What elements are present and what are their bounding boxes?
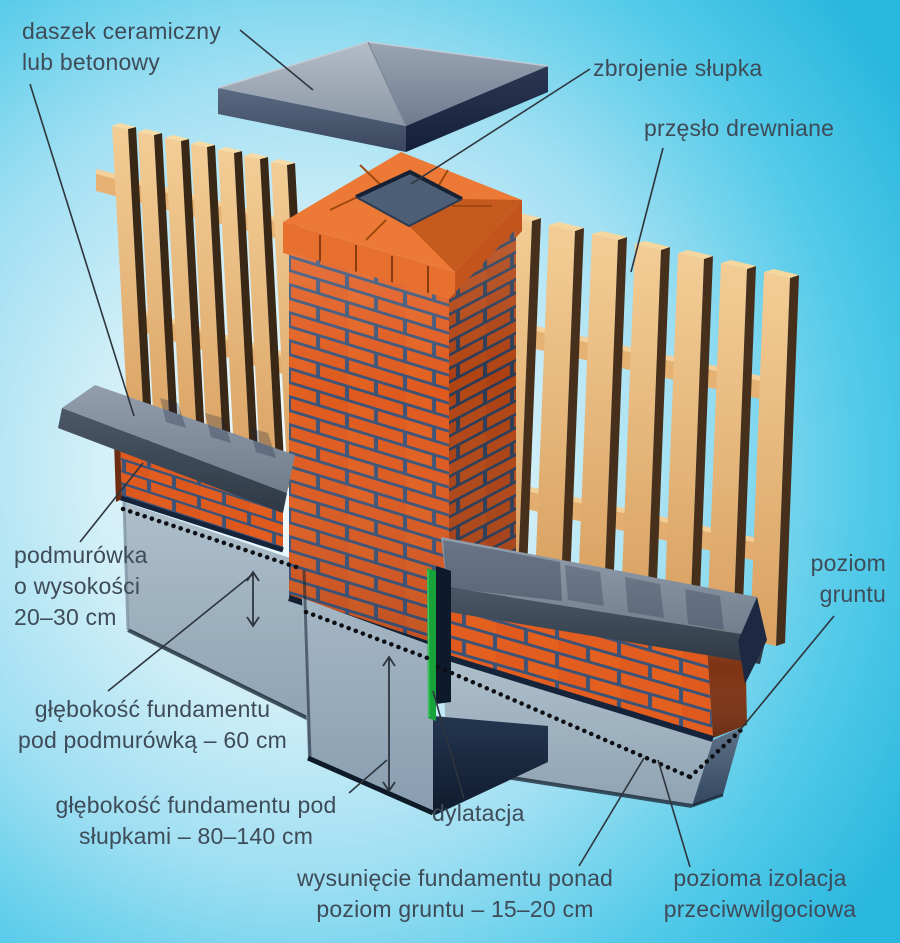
fence-picket [112, 123, 312, 491]
left-fence-panel [96, 123, 312, 491]
label-line: pozioma izolacja [673, 865, 847, 891]
label-izolacja: pozioma izolacja przeciwwilgociowa [633, 863, 887, 925]
label-line: poziom [810, 550, 886, 576]
label-glebokosc-slupki: głębokość fundamentu pod słupkami – 80–1… [40, 790, 352, 852]
dimension-arrow [246, 570, 396, 793]
left-wall [58, 385, 295, 553]
label-line: poziom gruntu – 15–20 cm [316, 896, 594, 922]
label-podmurowka: podmurówka o wysokości 20–30 cm [14, 540, 148, 633]
right-wall-coping [441, 537, 767, 684]
label-glebokosc-podmurowka: głębokość fundamentu pod podmurówką – 60… [0, 694, 305, 756]
label-line: głębokość fundamentu pod [55, 792, 337, 818]
leader-line [29, 29, 835, 868]
label-line: podmurówka [14, 542, 148, 568]
label-line: dylatacja [432, 800, 525, 826]
right-wall [441, 537, 767, 742]
pillar-reinforcement-cavity [355, 169, 463, 228]
label-line: przeciwwilgociowa [663, 896, 857, 922]
label-poziom-gruntu: poziom gruntu [760, 548, 886, 610]
label-line: pod podmurówką – 60 cm [17, 727, 288, 753]
label-line: o wysokości [14, 573, 141, 599]
label-line: lub betonowy [22, 49, 160, 75]
pillar-cap [217, 41, 549, 152]
label-line: głębokość fundamentu [34, 696, 271, 722]
brick-pillar [283, 152, 522, 655]
label-line: 20–30 cm [14, 604, 117, 630]
label-dylatacja: dylatacja [432, 798, 525, 829]
label-line: gruntu [819, 581, 886, 607]
label-line: przęsło drewniane [644, 115, 835, 141]
damp-proof-insulation-line [120, 506, 744, 780]
label-line: daszek ceramiczny [22, 18, 221, 44]
label-przeslo: przęsło drewniane [644, 113, 834, 144]
left-wall-coping [58, 385, 295, 513]
label-line: zbrojenie słupka [593, 55, 763, 81]
label-daszek: daszek ceramiczny lub betonowy [22, 16, 221, 78]
label-zbrojenie: zbrojenie słupka [593, 53, 762, 84]
label-line: wysunięcie fundamentu ponad [296, 865, 614, 891]
label-wysuniecie: wysunięcie fundamentu ponad poziom grunt… [255, 863, 655, 925]
expansion-joint-strip [427, 566, 451, 721]
label-line: słupkami – 80–140 cm [78, 823, 314, 849]
